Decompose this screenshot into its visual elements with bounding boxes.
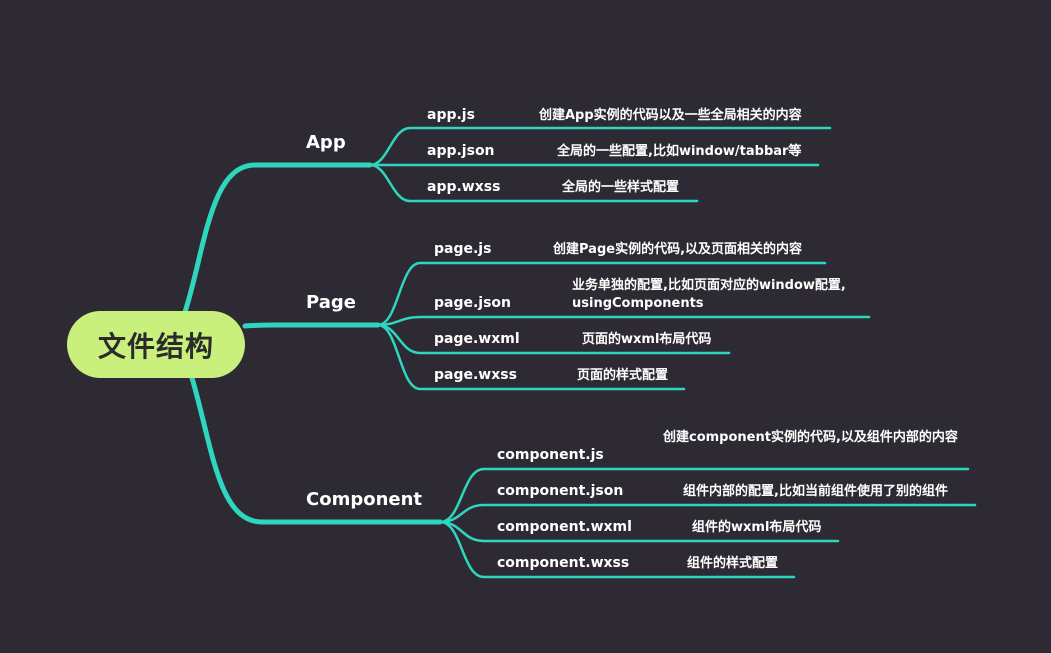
desc-page-wxml: 页面的wxml布局代码 <box>582 332 712 347</box>
desc-app-js: 创建App实例的代码以及一些全局相关的内容 <box>539 108 802 123</box>
link-app-wxss <box>368 163 699 203</box>
desc-page-js: 创建Page实例的代码,以及页面相关的内容 <box>553 242 803 257</box>
link-component-js <box>438 467 970 524</box>
branch-component[interactable]: Component <box>306 489 423 510</box>
file-page-wxss[interactable]: page.wxss <box>434 367 517 383</box>
file-app-wxss[interactable]: app.wxss <box>427 179 501 195</box>
file-page-wxml[interactable]: page.wxml <box>434 331 520 347</box>
root-label: 文件结构 <box>97 329 214 363</box>
file-page-json[interactable]: page.json <box>434 295 512 311</box>
file-component-js[interactable]: component.js <box>497 447 604 463</box>
desc-page-wxss: 页面的样式配置 <box>577 368 669 383</box>
desc-page-json: 业务单独的配置,比如页面对应的window配置, usingComponents <box>572 278 846 311</box>
link-root-app <box>182 162 373 315</box>
file-page-js[interactable]: page.js <box>434 241 492 257</box>
branch-app[interactable]: App <box>306 132 346 153</box>
link-root-page <box>242 322 381 329</box>
link-page-wxss <box>376 323 686 391</box>
desc-component-wxss: 组件的样式配置 <box>687 556 779 571</box>
file-component-wxss[interactable]: component.wxss <box>497 555 630 571</box>
desc-app-json: 全局的一些配置,比如window/tabbar等 <box>557 144 802 159</box>
link-app-js <box>368 126 832 167</box>
branch-page[interactable]: Page <box>306 292 356 313</box>
file-app-js[interactable]: app.js <box>427 107 475 123</box>
link-page-js <box>376 261 827 327</box>
link-root-component <box>189 375 443 525</box>
file-component-json[interactable]: component.json <box>497 483 624 499</box>
desc-component-js: 创建component实例的代码,以及组件内部的内容 <box>663 430 958 445</box>
file-app-json[interactable]: app.json <box>427 143 495 159</box>
desc-app-wxss: 全局的一些样式配置 <box>562 180 680 195</box>
link-component-wxss <box>438 520 796 579</box>
file-component-wxml[interactable]: component.wxml <box>497 519 632 535</box>
desc-component-wxml: 组件的wxml布局代码 <box>692 520 822 535</box>
root-node[interactable]: 文件结构 <box>67 311 245 378</box>
desc-component-json: 组件内部的配置,比如当前组件使用了别的组件 <box>683 484 948 499</box>
link-page-json <box>376 315 871 327</box>
